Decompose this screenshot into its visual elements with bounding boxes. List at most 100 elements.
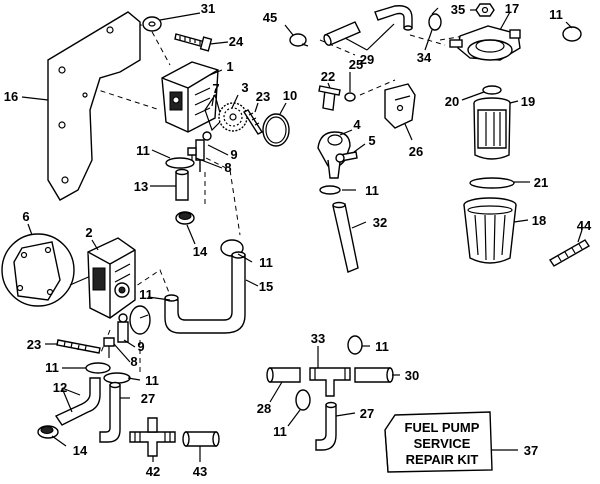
kit-line-1: FUEL PUMP bbox=[405, 420, 480, 435]
clamp-45 bbox=[289, 33, 309, 47]
label-3: 3 bbox=[241, 80, 248, 95]
clamp-11-g bbox=[562, 26, 582, 42]
label-11-i: 11 bbox=[273, 424, 287, 439]
label-11-f: 11 bbox=[365, 183, 379, 198]
label-27-right: 27 bbox=[360, 406, 374, 421]
leader-lines bbox=[21, 9, 583, 462]
o-ring-20 bbox=[482, 85, 502, 95]
hose-29-b bbox=[374, 5, 413, 31]
screw-22 bbox=[318, 85, 341, 111]
hose-29-a bbox=[323, 21, 361, 46]
callout-labels: 31 24 1 3 7 23 10 9 8 11 13 14 11 15 16 … bbox=[4, 1, 592, 479]
clamp-11-e bbox=[103, 372, 131, 384]
label-43: 43 bbox=[193, 464, 207, 479]
label-33: 33 bbox=[311, 331, 325, 346]
hose-12 bbox=[54, 377, 101, 426]
label-11-d: 11 bbox=[45, 360, 59, 375]
label-42: 42 bbox=[146, 464, 160, 479]
kit-line-3: REPAIR KIT bbox=[406, 452, 479, 467]
hose-13 bbox=[175, 168, 189, 201]
hose-27-right bbox=[315, 401, 337, 451]
label-1: 1 bbox=[226, 59, 233, 74]
fuel-pump-2 bbox=[87, 237, 136, 319]
fitting-9-lower bbox=[117, 313, 129, 343]
label-14-top: 14 bbox=[193, 244, 208, 259]
gasket-6 bbox=[1, 233, 75, 307]
clamp-11-f bbox=[319, 185, 341, 195]
label-4: 4 bbox=[353, 117, 361, 132]
filter-element-19 bbox=[473, 97, 511, 160]
tee-42 bbox=[129, 417, 176, 457]
label-11-b: 11 bbox=[259, 255, 273, 270]
label-32: 32 bbox=[373, 215, 387, 230]
label-6: 6 bbox=[22, 209, 29, 224]
hose-15 bbox=[164, 251, 246, 334]
label-18: 18 bbox=[532, 213, 546, 228]
label-25: 25 bbox=[349, 57, 363, 72]
hose-43 bbox=[182, 431, 220, 447]
clamp-11-i bbox=[295, 389, 311, 411]
clamp-11-c bbox=[129, 305, 151, 335]
label-8-lower: 8 bbox=[130, 354, 137, 369]
label-17: 17 bbox=[505, 1, 519, 16]
label-31: 31 bbox=[201, 1, 215, 16]
label-44: 44 bbox=[577, 218, 592, 233]
label-9-lower: 9 bbox=[137, 339, 144, 354]
o-ring-10 bbox=[262, 113, 290, 147]
label-11-g: 11 bbox=[549, 7, 563, 22]
label-9-top: 9 bbox=[230, 147, 237, 162]
label-27-left: 27 bbox=[141, 391, 155, 406]
label-26: 26 bbox=[409, 144, 423, 159]
filter-head-17 bbox=[449, 25, 521, 61]
label-11-h: 11 bbox=[375, 339, 389, 354]
label-22: 22 bbox=[321, 69, 335, 84]
hose-30 bbox=[354, 367, 394, 383]
mounting-plate-16 bbox=[47, 11, 141, 201]
label-45: 45 bbox=[263, 10, 277, 25]
repair-kit-box bbox=[384, 411, 493, 473]
label-11-a: 11 bbox=[136, 143, 150, 158]
hose-28 bbox=[266, 367, 301, 383]
label-29: 29 bbox=[360, 52, 374, 67]
hose-27-left bbox=[99, 381, 121, 443]
clamp-11-d bbox=[85, 362, 111, 374]
label-2: 2 bbox=[85, 225, 92, 240]
label-10: 10 bbox=[283, 88, 297, 103]
bracket-26 bbox=[384, 83, 416, 129]
label-20: 20 bbox=[445, 94, 459, 109]
washer-31 bbox=[142, 16, 162, 32]
label-11-e: 11 bbox=[145, 373, 159, 388]
fitting-8-lower bbox=[103, 337, 115, 358]
label-30: 30 bbox=[405, 368, 419, 383]
screw-23-lower bbox=[56, 339, 101, 354]
clip-14-lower bbox=[37, 425, 59, 439]
label-8-top: 8 bbox=[224, 160, 231, 175]
label-37: 37 bbox=[524, 443, 538, 458]
label-35: 35 bbox=[451, 2, 465, 17]
label-14-lower: 14 bbox=[73, 443, 88, 458]
clamp-34 bbox=[428, 7, 442, 31]
screw-5 bbox=[335, 151, 358, 163]
screw-23-top bbox=[242, 109, 264, 135]
label-11-c: 11 bbox=[139, 287, 153, 302]
screw-24 bbox=[174, 33, 213, 52]
label-5: 5 bbox=[368, 133, 375, 148]
label-24: 24 bbox=[229, 34, 244, 49]
label-16: 16 bbox=[4, 89, 18, 104]
hose-32 bbox=[332, 201, 359, 273]
label-23-top: 23 bbox=[256, 89, 270, 104]
label-21: 21 bbox=[534, 175, 548, 190]
label-28: 28 bbox=[257, 401, 271, 416]
label-23-lower: 23 bbox=[27, 337, 41, 352]
clip-14-top bbox=[175, 211, 195, 225]
washer-25 bbox=[344, 92, 356, 102]
filter-bowl-18 bbox=[463, 197, 517, 264]
kit-line-2: SERVICE bbox=[414, 436, 471, 451]
hose-barb-44 bbox=[549, 239, 590, 267]
tee-33 bbox=[309, 367, 351, 397]
label-15: 15 bbox=[259, 279, 273, 294]
clamp-11-h bbox=[347, 335, 363, 355]
label-7: 7 bbox=[212, 81, 219, 96]
